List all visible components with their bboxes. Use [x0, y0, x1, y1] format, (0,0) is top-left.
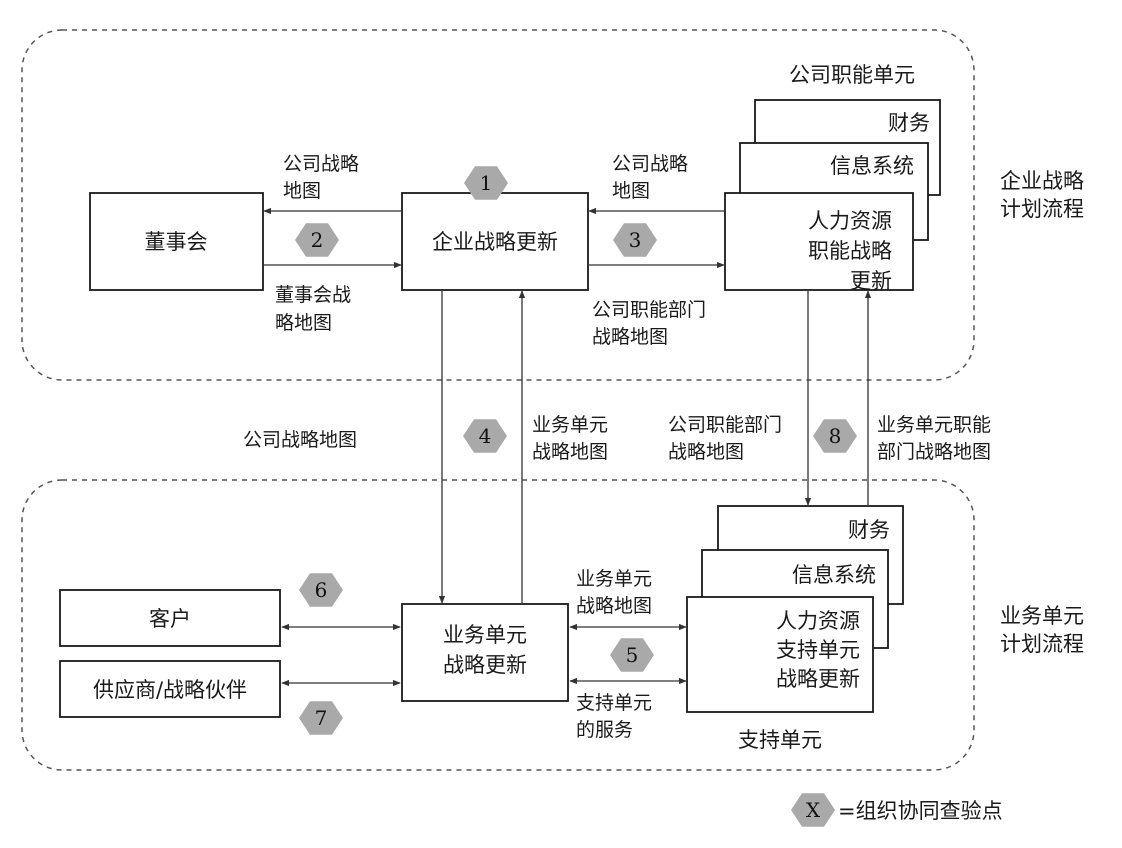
bu-strategy-update-box: [401, 603, 569, 702]
customer-label: 客户: [149, 607, 191, 631]
checkpoint-5-icon: 5: [610, 638, 654, 672]
support-units-title: 支持单元: [738, 728, 822, 752]
corporate-planning-zone: [21, 29, 975, 381]
checkpoint-6-icon: 6: [299, 573, 343, 607]
corp-hr-label: 人力资源职能战略更新: [808, 209, 892, 293]
svg-text:4: 4: [479, 424, 492, 448]
business-unit-zone-label: 业务单元计划流程: [1000, 604, 1084, 656]
flow-label-func-up: 业务单元职能部门战略地图: [877, 414, 991, 463]
business-unit-planning-zone: [21, 479, 975, 771]
corporate-zone-label: 企业战略计划流程: [1000, 169, 1084, 221]
checkpoint-1-icon: 1: [464, 166, 508, 200]
corp-finance-label: 财务: [888, 111, 930, 135]
svg-text:8: 8: [829, 424, 842, 448]
svg-text:X: X: [806, 798, 821, 822]
customer-box: [59, 589, 281, 647]
flow-label-board-in: 董事会战略地图: [275, 284, 351, 334]
corp-strategy-update-label: 企业战略更新: [432, 230, 558, 254]
checkpoint-8-icon: 8: [813, 419, 857, 453]
supplier-label: 供应商/战略伙伴: [93, 678, 247, 702]
svg-text:3: 3: [629, 228, 642, 252]
checkpoint-7-icon: 7: [299, 701, 343, 735]
svg-text:2: 2: [311, 228, 324, 252]
svg-text:6: 6: [315, 578, 328, 602]
bu-hr-label: 人力资源支持单元战略更新: [776, 609, 860, 691]
flow-label-bu-up: 业务单元战略地图: [532, 414, 608, 463]
corp-strategy-update-box: [401, 192, 589, 291]
flow-label-support-out: 支持单元的服务: [576, 692, 652, 741]
corp-it-label: 信息系统: [830, 154, 914, 178]
flow-label-support-in: 业务单元战略地图: [576, 568, 652, 617]
flow-label-func-out: 公司职能部门战略地图: [592, 299, 706, 348]
bu-strategy-update-label: 业务单元战略更新: [443, 623, 527, 677]
legend-text: =组织协同查验点: [838, 799, 1003, 823]
svg-text:7: 7: [315, 706, 328, 730]
corp-hr-box: [724, 192, 914, 291]
supplier-box: [59, 660, 281, 718]
bu-it-label: 信息系统: [792, 563, 876, 587]
svg-text:5: 5: [626, 643, 639, 667]
svg-text:1: 1: [480, 171, 493, 195]
flow-label-corp-down: 公司战略地图: [243, 429, 357, 451]
checkpoint-3-icon: 3: [613, 223, 657, 257]
flow-label-func-down: 公司职能部门战略地图: [668, 414, 782, 463]
legend-checkpoint-icon: X: [791, 793, 835, 827]
flow-label-func-in: 公司战略地图: [612, 153, 688, 202]
bu-hr-box: [686, 596, 874, 713]
board-box: [89, 192, 264, 291]
corp-functions-title: 公司职能单元: [789, 63, 915, 87]
flow-label-board-out: 公司战略地图: [283, 153, 359, 202]
checkpoint-2-icon: 2: [295, 223, 339, 257]
bu-finance-label: 财务: [848, 518, 890, 542]
checkpoint-4-icon: 4: [463, 419, 507, 453]
board-label: 董事会: [145, 230, 208, 254]
